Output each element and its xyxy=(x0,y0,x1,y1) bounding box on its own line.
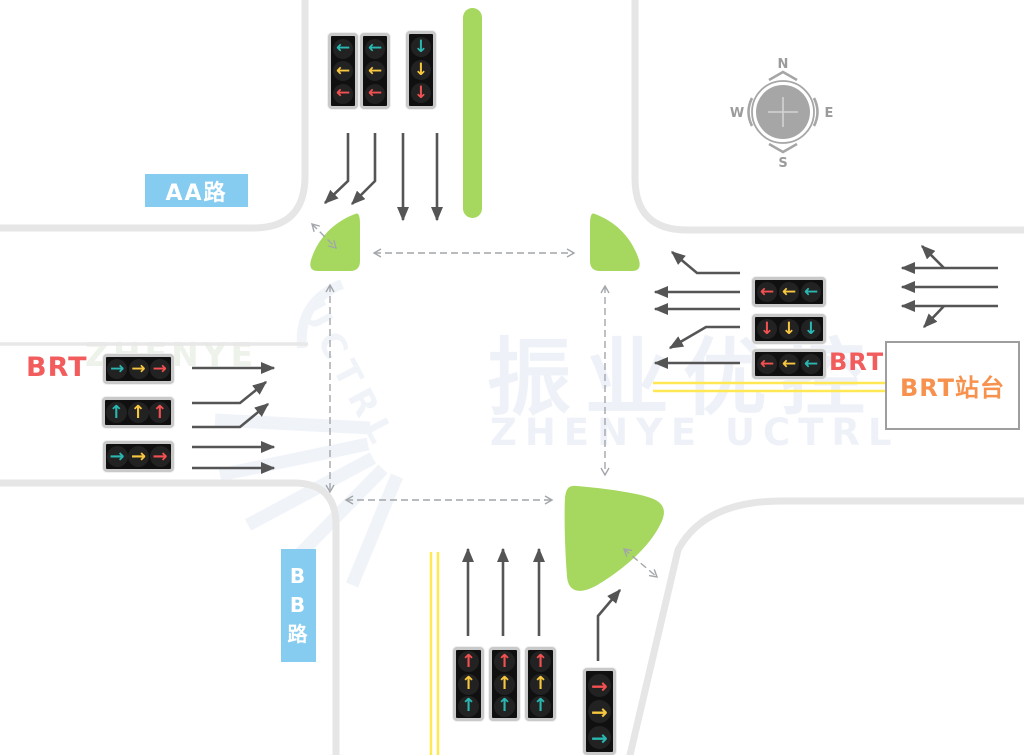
median-island-north xyxy=(463,8,482,218)
arrow-fareast-3-branch xyxy=(923,305,945,328)
signal-lens-red-straight-arrow-icon: ↑ xyxy=(530,651,551,673)
road-label-aa-text: AA路 xyxy=(165,180,228,206)
signal-head-west-straight: ↑↑↑ xyxy=(102,397,174,428)
arrow-west-turn-2 xyxy=(192,402,270,429)
signal-head-south-right: → → → xyxy=(583,668,616,755)
dashed-arrow-nw-diagonal xyxy=(311,223,337,249)
corner-island-northeast xyxy=(590,213,640,271)
signal-lens-cyan-straight-arrow-icon: ↑ xyxy=(494,695,515,717)
road-edge-southwest xyxy=(0,479,340,755)
road-label-bb: B B 路 xyxy=(281,549,316,662)
compass-e: E xyxy=(825,106,834,121)
compass-ring xyxy=(751,80,815,144)
signal-head-east-left-2: ←←← xyxy=(752,349,826,379)
signal-head-west-right-1: →→→ xyxy=(103,354,174,384)
brt-label-east-text: BRT xyxy=(829,348,885,376)
compass-s: S xyxy=(778,156,787,171)
arrow-fareast-1-branch xyxy=(921,245,945,269)
compass: N S W E xyxy=(730,57,834,171)
signal-lens-yellow-straight-arrow-icon: ↑ xyxy=(494,673,515,695)
road-edge-northwest xyxy=(0,0,309,232)
signal-lens-cyan-straight-arrow-icon: ↓ xyxy=(801,319,821,339)
signal-lens-yellow-left-arrow-icon: ← xyxy=(333,61,353,81)
signal-lens-red-right-arrow-icon: → xyxy=(149,359,170,379)
signal-lens-red-straight-arrow-icon: ↓ xyxy=(757,319,777,339)
signal-lens-yellow-left-arrow-icon: ← xyxy=(779,282,799,302)
signal-lens-cyan-straight-arrow-icon: ↑ xyxy=(458,695,479,717)
signal-head-north-straight: ↓ ↓ ↓ xyxy=(406,31,436,109)
compass-w: W xyxy=(730,106,744,121)
arrow-north-leftturn-2 xyxy=(351,133,377,205)
signal-lens-red-left-arrow-icon: ← xyxy=(757,282,777,302)
dashed-arrow-se-diagonal xyxy=(622,548,659,578)
signal-lens-yellow-straight-arrow-icon: ↓ xyxy=(411,60,431,80)
brt-station-text: BRT站台 xyxy=(899,374,1006,402)
brt-label-west-text: BRT xyxy=(26,352,88,383)
signal-lens-cyan-right-arrow-icon: → xyxy=(107,359,128,379)
compass-cross xyxy=(768,97,798,127)
channel-island-southeast xyxy=(564,485,664,591)
signal-lens-yellow-right-arrow-icon: → xyxy=(128,446,149,467)
signal-lens-cyan-straight-arrow-icon: ↑ xyxy=(105,402,127,423)
signal-lens-cyan-left-arrow-icon: ← xyxy=(333,38,353,59)
signal-lens-cyan-left-arrow-icon: ← xyxy=(801,282,821,302)
signal-lens-yellow-right-arrow-icon: → xyxy=(588,700,611,723)
signal-lens-red-right-arrow-icon: → xyxy=(588,674,611,697)
signal-head-east-straight: ↓↓↓ xyxy=(752,314,826,344)
signal-head-east-left-1: ←←← xyxy=(752,277,826,307)
compass-n: N xyxy=(778,57,789,72)
dashed-crossing-arrows xyxy=(311,223,659,578)
signal-head-west-right-2: →→→ xyxy=(103,441,174,472)
brt-label-east: BRT xyxy=(829,348,884,376)
signal-head-south-straight-1: ↑↑↑ xyxy=(453,647,484,721)
signal-lens-red-left-arrow-icon: ← xyxy=(757,354,777,374)
signal-head-south-straight-3: ↑↑↑ xyxy=(525,647,556,721)
signal-lens-red-straight-arrow-icon: ↓ xyxy=(411,83,431,103)
signal-lens-cyan-right-arrow-icon: → xyxy=(106,446,128,467)
brt-label-west: BRT xyxy=(26,352,88,383)
signal-lens-yellow-left-arrow-icon: ← xyxy=(365,61,385,81)
signal-lens-cyan-right-arrow-icon: → xyxy=(588,726,611,749)
signal-lens-yellow-straight-arrow-icon: ↑ xyxy=(127,402,149,423)
arrow-east-turn-up xyxy=(671,251,740,275)
signal-lens-cyan-straight-arrow-icon: ↑ xyxy=(530,695,551,717)
signal-lens-yellow-straight-arrow-icon: ↓ xyxy=(779,319,799,339)
signal-lens-yellow-left-arrow-icon: ← xyxy=(779,354,799,374)
signal-head-south-straight-2: ↑↑↑ xyxy=(489,647,520,721)
signal-lens-red-straight-arrow-icon: ↑ xyxy=(494,651,515,673)
signal-lens-yellow-straight-arrow-icon: ↑ xyxy=(458,673,479,695)
signal-lens-yellow-right-arrow-icon: → xyxy=(128,359,149,379)
arrow-east-turn-down xyxy=(668,325,740,350)
arrow-west-turn-1 xyxy=(192,380,268,405)
signal-lens-cyan-left-arrow-icon: ← xyxy=(365,38,385,59)
arrow-south-rightturn xyxy=(596,589,621,661)
movement-arrows xyxy=(192,133,998,661)
compass-chevrons xyxy=(747,70,819,154)
signal-head-north-left-2: ←←← xyxy=(360,33,390,109)
signal-lens-red-left-arrow-icon: ← xyxy=(333,83,353,104)
signal-lens-red-right-arrow-icon: → xyxy=(149,446,171,467)
road-edge-southeast xyxy=(626,497,1024,755)
road-label-bb-char: B xyxy=(289,564,308,588)
signal-lens-cyan-left-arrow-icon: ← xyxy=(801,354,821,374)
road-label-bb-char: B xyxy=(289,593,308,617)
signal-lens-red-straight-arrow-icon: ↑ xyxy=(458,651,479,673)
signal-lens-red-left-arrow-icon: ← xyxy=(365,83,385,104)
road-label-bb-char: 路 xyxy=(287,622,310,646)
road-edge-northeast xyxy=(631,0,1024,234)
signal-head-north-left-1: ←←← xyxy=(328,33,358,109)
signal-lens-yellow-straight-arrow-icon: ↑ xyxy=(530,673,551,695)
brt-station-box: BRT站台 xyxy=(885,341,1020,430)
signal-lens-red-straight-arrow-icon: ↑ xyxy=(149,402,171,423)
yellow-lines xyxy=(429,381,887,755)
watermark-en: ZHENYE UCTRL xyxy=(490,411,900,454)
signal-lens-cyan-straight-arrow-icon: ↓ xyxy=(411,37,431,57)
arrow-north-leftturn-1 xyxy=(324,133,350,204)
road-label-aa: AA路 xyxy=(145,174,248,207)
